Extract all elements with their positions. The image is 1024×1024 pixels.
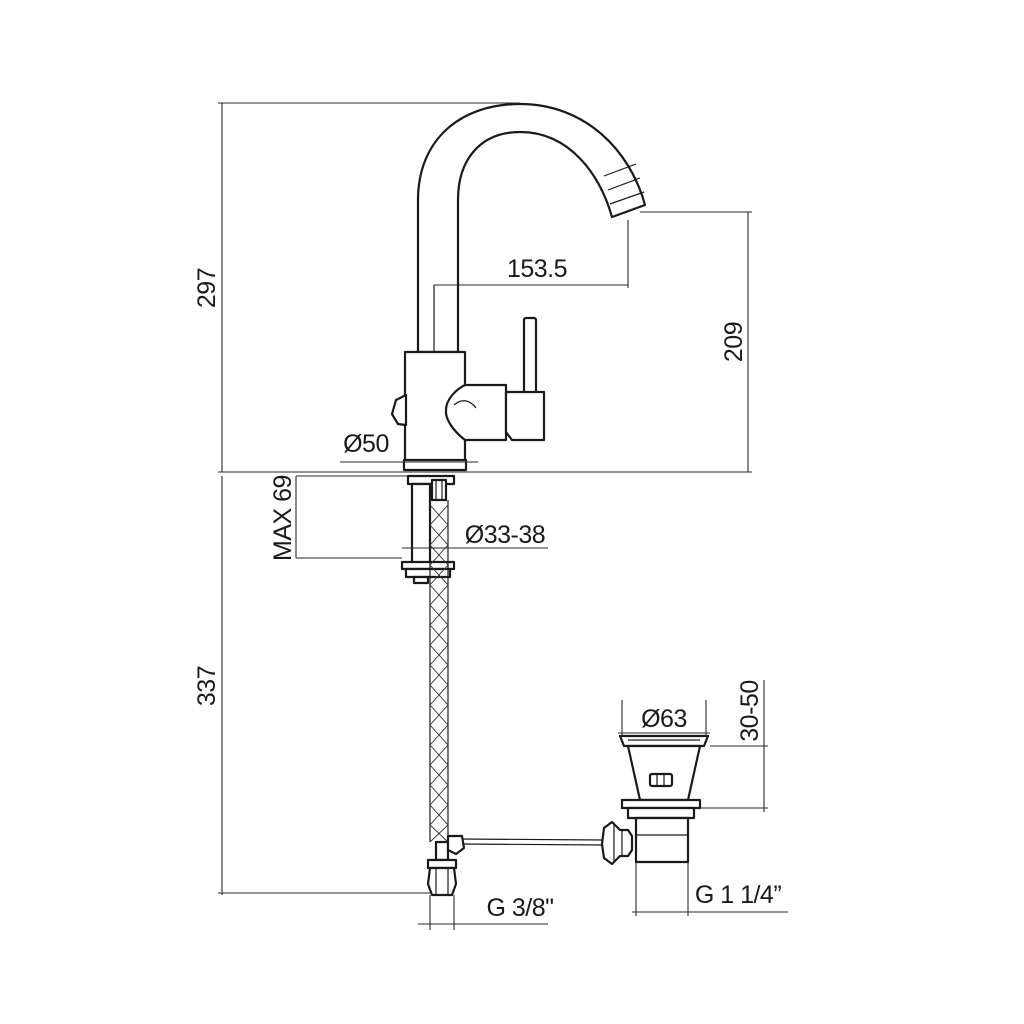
dim-body-diameter: Ø50 bbox=[343, 430, 389, 458]
dim-total-height-bottom: 337 bbox=[193, 666, 221, 706]
dim-spout-reach: 153.5 bbox=[507, 255, 567, 283]
dim-spout-height: 209 bbox=[720, 322, 748, 362]
mounting-shank bbox=[400, 474, 456, 585]
dim-hole-diameter: Ø33-38 bbox=[465, 521, 545, 549]
dim-waste-thread: G 1 1/4” bbox=[695, 881, 781, 909]
dim-waste-height: 30-50 bbox=[736, 680, 764, 741]
aerator-knob bbox=[390, 393, 408, 427]
dimension-labels: 297 153.5 209 Ø50 MAX 69 Ø33-38 337 Ø63 … bbox=[193, 255, 782, 922]
faucet-spout bbox=[416, 102, 647, 354]
dim-total-height-top: 297 bbox=[193, 268, 221, 308]
dimension-lines bbox=[218, 102, 788, 930]
hose-nut bbox=[426, 866, 458, 897]
waste-assembly bbox=[600, 734, 710, 866]
popup-rod bbox=[446, 834, 605, 856]
pivot-nut bbox=[600, 820, 634, 866]
dim-hose-thread: G 3/8" bbox=[486, 894, 553, 922]
dim-waste-diameter: Ø63 bbox=[641, 705, 687, 733]
waste-tail bbox=[634, 816, 690, 864]
lever-handle bbox=[444, 316, 546, 442]
waste-flange bbox=[618, 734, 710, 748]
waste-washer bbox=[620, 798, 702, 810]
dim-max-deck-thickness: MAX 69 bbox=[269, 475, 297, 561]
